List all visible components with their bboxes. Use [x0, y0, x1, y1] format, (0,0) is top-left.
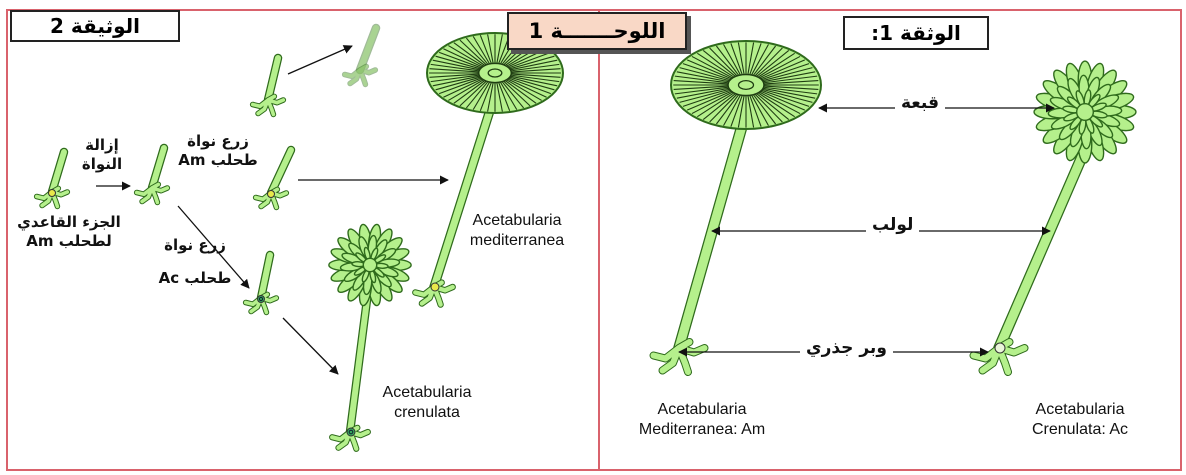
plate-title: اللوحـــــــة 1	[507, 12, 687, 50]
label-species-crenulata: Acetabularia crenulata	[372, 383, 482, 423]
nucleus-icon	[347, 428, 355, 436]
grafted-ac-nucleus-plant	[246, 255, 277, 312]
nucleus-icon	[258, 296, 265, 303]
doc1-title: الوثقة 1:	[843, 16, 989, 50]
label-species-mediterranea: Acetabularia mediterranea	[462, 211, 572, 251]
label-nucleus-removal: إزالة النواة	[72, 136, 132, 174]
label-stalk: لولب	[866, 216, 919, 235]
arrow-to-crenulata	[283, 318, 338, 374]
label-cap: قبعة	[895, 94, 945, 113]
label-am-name: Acetabularia Mediterranea: Am	[612, 400, 792, 440]
doc2-title: الوثيقة 2	[10, 10, 180, 42]
arrow-to-faded	[288, 46, 352, 74]
basal-am-with-nucleus	[37, 152, 68, 206]
plant-am-diagram	[654, 41, 822, 372]
nucleus-icon	[995, 343, 1005, 353]
tall-plant-mediterranea	[415, 33, 563, 305]
label-rhizoid: وبر جذري	[800, 339, 893, 358]
regrown-top-plant	[253, 58, 284, 114]
nucleus-icon	[268, 191, 275, 198]
faded-plant	[345, 28, 376, 84]
label-basal-part: الجزء القاعدي لطحلب Am	[14, 213, 124, 251]
label-ac-name: Acetabularia Crenulata: Ac	[1000, 400, 1160, 440]
label-graft-am: زرع نواة طحلب Am	[168, 132, 268, 170]
nucleus-icon	[431, 283, 439, 291]
nucleus-icon	[49, 190, 56, 197]
label-graft-ac: زرع نواة طحلب Ac	[150, 236, 240, 288]
enucleated-stalk	[137, 148, 168, 202]
